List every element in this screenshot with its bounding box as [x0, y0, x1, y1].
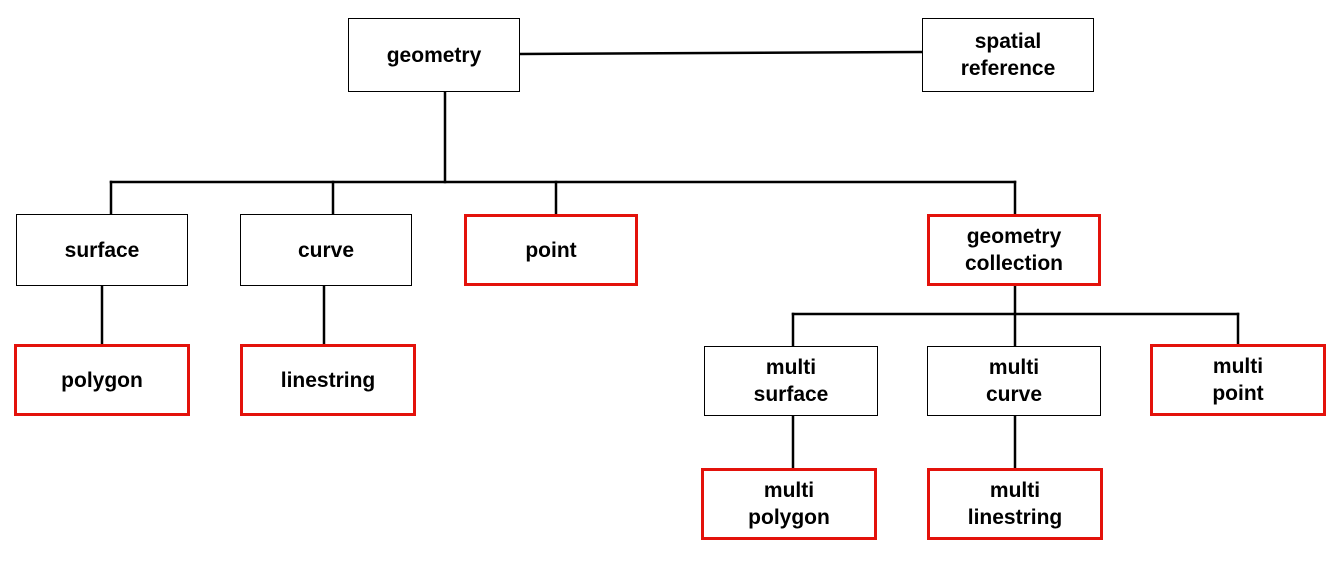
- node-polygon-label: polygon: [61, 368, 143, 392]
- node-curve: curve: [240, 214, 412, 286]
- node-multi-linestring-label: multi linestring: [967, 479, 1063, 529]
- node-linestring-label: linestring: [280, 368, 376, 392]
- edge-geometry-to-spatial-reference: [518, 50, 924, 56]
- node-surface-label: surface: [64, 238, 140, 262]
- node-polygon: polygon: [14, 344, 190, 416]
- node-geometry-collection: geometry collection: [927, 214, 1101, 286]
- node-geometry: geometry: [348, 18, 520, 92]
- node-multi-linestring: multi linestring: [927, 468, 1103, 540]
- node-multi-surface: multi surface: [704, 346, 878, 416]
- node-spatial-reference: spatial reference: [922, 18, 1094, 92]
- node-linestring: linestring: [240, 344, 416, 416]
- node-point: point: [464, 214, 638, 286]
- node-multi-point-label: multi point: [1212, 355, 1264, 405]
- node-multi-curve: multi curve: [927, 346, 1101, 416]
- node-point-label: point: [525, 238, 577, 262]
- node-surface: surface: [16, 214, 188, 286]
- node-multi-polygon: multi polygon: [701, 468, 877, 540]
- node-geometry-label: geometry: [386, 43, 482, 67]
- node-spatial-reference-label: spatial reference: [960, 30, 1056, 80]
- node-curve-label: curve: [297, 238, 355, 262]
- node-geometry-collection-label: geometry collection: [964, 225, 1064, 275]
- node-multi-polygon-label: multi polygon: [748, 479, 830, 529]
- node-multi-surface-label: multi surface: [753, 356, 829, 406]
- node-multi-curve-label: multi curve: [985, 356, 1043, 406]
- node-multi-point: multi point: [1150, 344, 1326, 416]
